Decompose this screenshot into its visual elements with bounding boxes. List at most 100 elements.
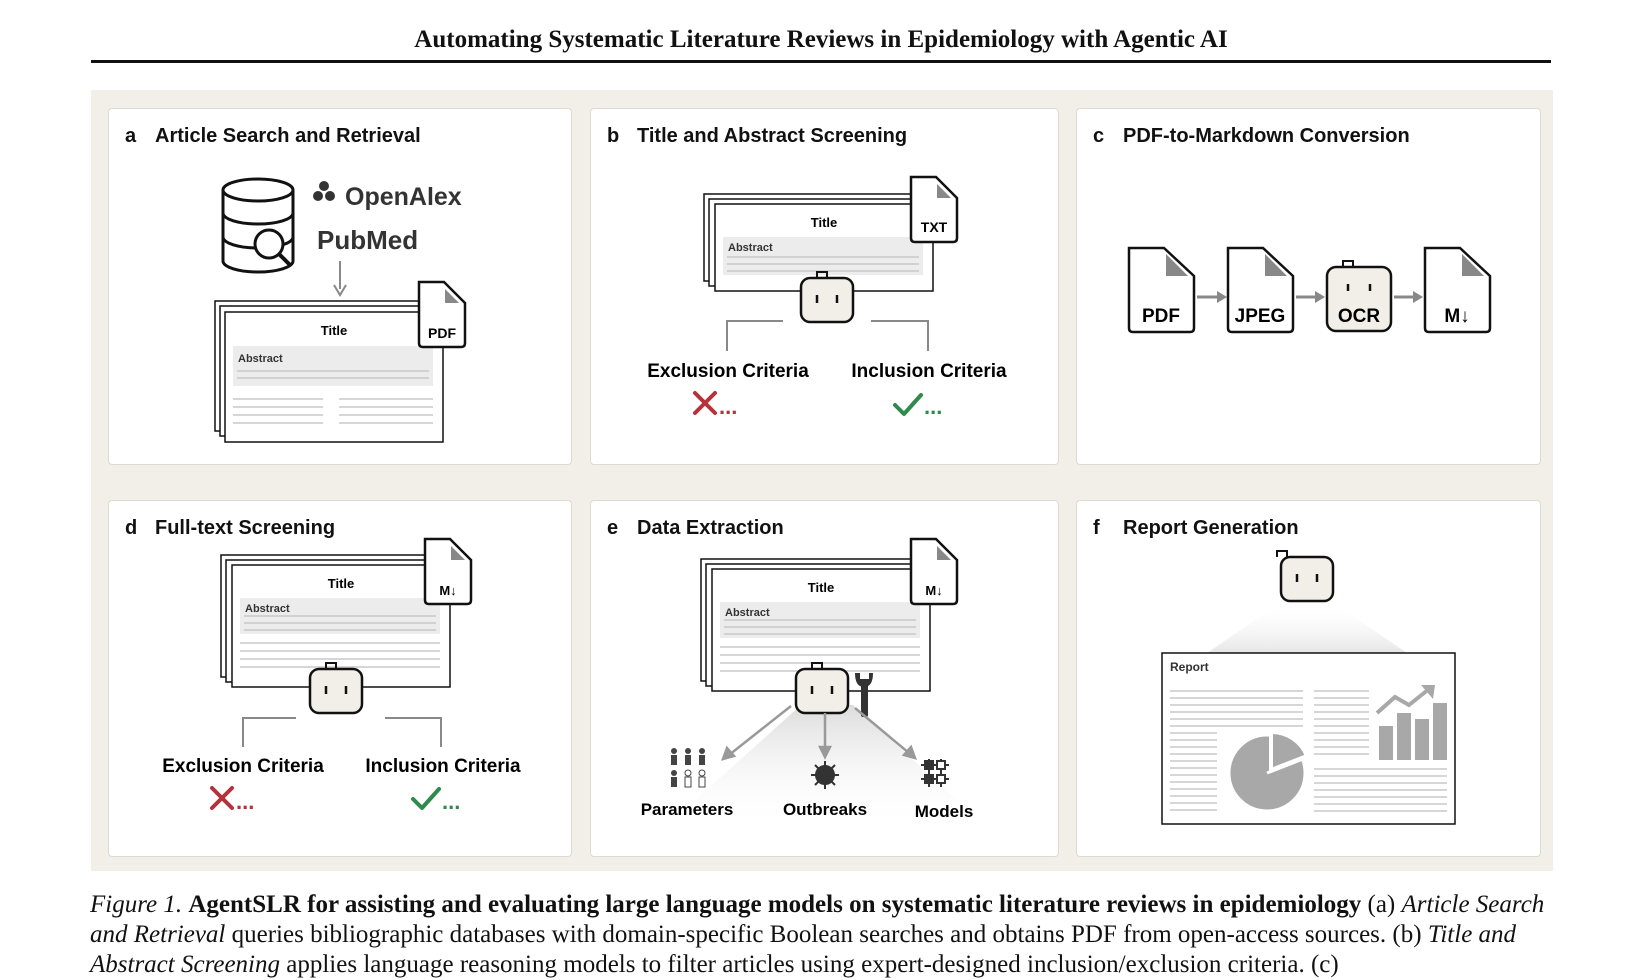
openalex-label: OpenAlex xyxy=(345,183,462,211)
report-document xyxy=(1161,652,1456,825)
article-document-stack xyxy=(700,558,931,692)
markdown-badge-label: M↓ xyxy=(925,583,942,598)
step-pdf-label: PDF xyxy=(1142,306,1180,327)
virus-outbreaks-icon xyxy=(811,761,839,789)
panel-title: Full-text Screening xyxy=(155,517,336,539)
markdown-file-icon xyxy=(423,537,473,606)
network-models-icon xyxy=(921,759,949,787)
panel-letter: d xyxy=(125,517,138,539)
caption-figure-label: Figure 1. xyxy=(90,891,183,918)
panel-e-illustration: Title Abstract M↓ xyxy=(641,537,991,831)
exclusion-criteria-label: Exclusion Criteria xyxy=(162,756,324,777)
panel-title: Report Generation xyxy=(1123,517,1299,539)
doc-abstract-label: Abstract xyxy=(238,353,283,365)
txt-file-icon xyxy=(909,175,959,244)
doc-abstract-label: Abstract xyxy=(725,607,770,619)
pdf-file-icon xyxy=(417,280,467,349)
check-icon xyxy=(893,393,923,416)
doc-title-label: Title xyxy=(328,576,355,591)
panel-pdf-to-markdown: c PDF-to-Markdown Conversion PDF JPEG OCR xyxy=(1076,108,1541,465)
pubmed-label: PubMed xyxy=(317,225,418,255)
step-jpeg-label: JPEG xyxy=(1235,306,1286,327)
markdown-badge-label: M↓ xyxy=(439,583,456,598)
branch-connector xyxy=(385,717,442,747)
panel-a-illustration: OpenAlex PubMed Title Abstract PDF xyxy=(214,177,467,443)
robot-agent-icon xyxy=(1276,550,1335,603)
article-document-stack xyxy=(214,300,444,443)
panel-c-heading: c PDF-to-Markdown Conversion xyxy=(1093,125,1410,148)
report-label: Report xyxy=(1170,660,1209,674)
panel-title-abstract-screening: b Title and Abstract Screening Title Abst… xyxy=(590,108,1059,465)
panel-letter: f xyxy=(1093,517,1100,539)
panel-f-illustration: Report xyxy=(1161,550,1456,825)
figure-caption: Figure 1. AgentSLR for assisting and eva… xyxy=(90,890,1560,980)
panel-f-heading: f Report Generation xyxy=(1093,517,1299,540)
panel-b-heading: b Title and Abstract Screening xyxy=(607,125,907,148)
jpeg-file-icon xyxy=(1226,246,1295,334)
inclusion-ellipsis: ... xyxy=(924,394,942,419)
caption-a-text: queries bibliographic databases with dom… xyxy=(231,921,1387,948)
database-search-icon xyxy=(221,177,295,274)
exclusion-criteria-label: Exclusion Criteria xyxy=(647,361,809,382)
inclusion-criteria-label: Inclusion Criteria xyxy=(365,756,521,777)
markdown-file-icon xyxy=(1423,246,1492,334)
article-document-stack xyxy=(703,193,934,292)
step-ocr-label: OCR xyxy=(1338,306,1381,327)
pdf-file-icon xyxy=(1127,246,1196,334)
panel-d-illustration: Title Abstract M↓ Exclusion Criteria Inc… xyxy=(162,537,521,814)
branch-connector xyxy=(726,320,783,351)
panel-title: Data Extraction xyxy=(637,517,784,539)
exclusion-ellipsis: ... xyxy=(236,789,254,814)
doc-abstract-label: Abstract xyxy=(728,242,773,254)
panel-letter: b xyxy=(607,125,620,147)
pie-chart-icon xyxy=(1227,729,1310,813)
output-models-label: Models xyxy=(915,802,974,821)
doc-title-label: Title xyxy=(808,580,835,595)
panel-b-illustration: Title Abstract TXT Exclusion Criteria In… xyxy=(647,175,1007,419)
inclusion-ellipsis: ... xyxy=(442,789,460,814)
panel-title: Title and Abstract Screening xyxy=(637,125,908,147)
output-parameters-label: Parameters xyxy=(641,800,734,819)
output-outbreaks-label: Outbreaks xyxy=(783,800,867,819)
bar-chart-icon xyxy=(1375,685,1447,760)
panel-letter: a xyxy=(125,125,137,147)
wrench-icon xyxy=(855,673,873,717)
caption-a-name: Article Search and Retrieval xyxy=(90,891,1545,948)
panel-letter: c xyxy=(1093,125,1105,147)
branch-connector xyxy=(871,320,929,351)
openalex-logo-icon xyxy=(313,181,335,201)
panel-title: PDF-to-Markdown Conversion xyxy=(1123,125,1410,147)
caption-b-text: applies language reasoning models to fil… xyxy=(286,951,1339,978)
robot-agent-icon xyxy=(1325,260,1393,333)
article-document-stack xyxy=(220,554,451,688)
caption-b-label: (b) xyxy=(1392,921,1422,948)
cross-icon xyxy=(693,391,717,415)
extraction-arrows xyxy=(721,705,917,761)
page-header: Automating Systematic Literature Reviews… xyxy=(91,22,1551,63)
txt-badge-label: TXT xyxy=(921,219,948,235)
step-markdown-label: M↓ xyxy=(1444,306,1469,327)
panel-letter: e xyxy=(607,517,619,539)
robot-agent-icon xyxy=(308,662,364,715)
markdown-file-icon xyxy=(909,537,959,606)
panel-data-extraction: e Data Extraction Title Abstract xyxy=(590,500,1059,857)
cross-icon xyxy=(210,786,234,810)
population-parameters-icon xyxy=(671,748,706,788)
robot-agent-icon xyxy=(794,662,850,715)
check-icon xyxy=(411,787,441,810)
pdf-badge-label: PDF xyxy=(428,325,456,341)
panel-a-heading: a Article Search and Retrieval xyxy=(125,125,421,148)
doc-title-label: Title xyxy=(321,323,348,338)
page-title: Automating Systematic Literature Reviews… xyxy=(414,26,1228,53)
panel-title: Article Search and Retrieval xyxy=(155,125,421,147)
panel-c-illustration: PDF JPEG OCR M↓ xyxy=(1127,246,1492,334)
panel-report-generation: f Report Generation xyxy=(1076,500,1541,857)
caption-a-label: (a) xyxy=(1367,891,1396,918)
doc-title-label: Title xyxy=(811,215,838,230)
robot-agent-icon xyxy=(799,271,855,324)
panel-article-search: a Article Search and Retrieval OpenAlex P… xyxy=(108,108,572,465)
panel-e-heading: e Data Extraction xyxy=(607,517,784,540)
panel-d-heading: d Full-text Screening xyxy=(125,517,335,540)
exclusion-ellipsis: ... xyxy=(719,394,737,419)
